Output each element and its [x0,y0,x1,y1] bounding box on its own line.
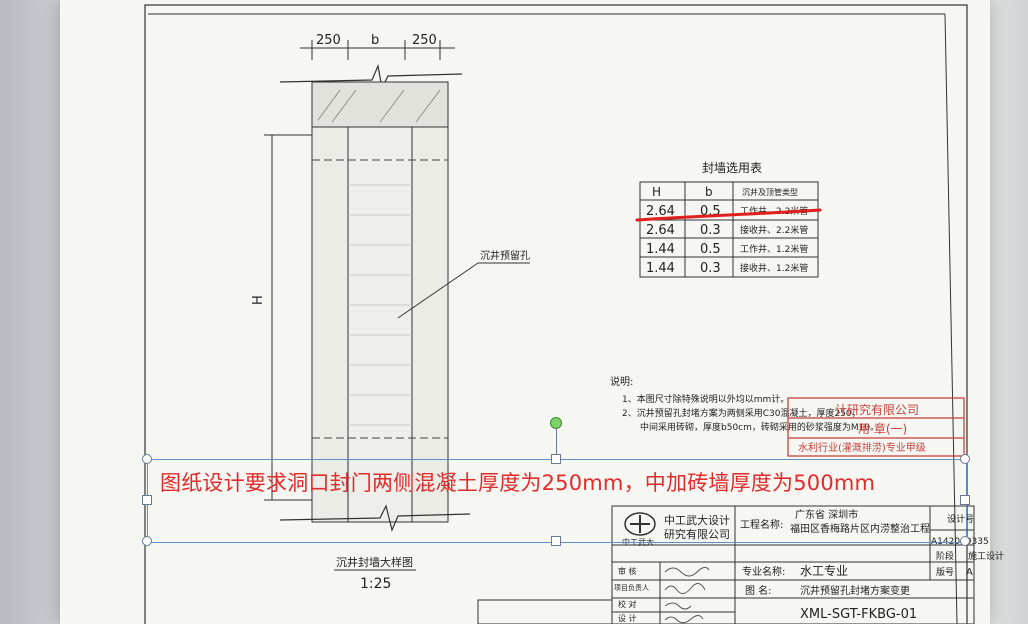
table-header-b: b [705,185,713,199]
highlight-mark [635,208,822,222]
hole-label: 沉井预留孔 [480,249,530,262]
resize-handle-top-left[interactable] [142,454,152,464]
specialty: 水工专业 [800,563,848,578]
specialty-label: 专业名称: [742,565,785,578]
elevation-scale: 1:25 [360,576,391,592]
hole-leader [397,262,479,319]
project-line2: 福田区香梅路片区内涝整治工程 [790,522,930,535]
version-label: 版号 [936,566,954,578]
version: A [966,567,973,578]
wall-section [311,81,449,523]
dim-mid-label: b [371,33,379,48]
table-cell: 2.64 [646,204,675,219]
table-cell: 接收井、2.2米管 [740,224,808,236]
dim-left-label: 250 [316,33,341,48]
resize-handle-top-right[interactable] [960,454,970,464]
elevation-title: 沉井封墙大样图 [336,555,413,569]
notes-line3: 中间采用砖砌，厚度b50cm，砖砌采用的砂浆强度为M10。 [640,421,879,433]
resize-handle-top[interactable] [551,454,561,464]
stamp-line1: 计研究有限公司 [835,402,919,417]
table-cell: 1.44 [646,261,675,276]
frame-line [944,13,958,624]
rotation-handle[interactable] [550,417,562,429]
role-design: 设 计 [618,613,637,623]
notes-heading: 说明: [610,375,633,388]
project-label: 工程名称: [740,518,783,531]
stamp-line3: 水利行业(灌溉排涝)专业甲级 [798,441,926,454]
stage: 施工设计 [968,550,1004,562]
height-dimension [264,134,312,501]
inner-frame [144,4,968,624]
rotation-stem [556,429,557,459]
table-header-h: H [652,185,661,199]
company-stamp [787,397,965,457]
table-cell: 1.44 [646,242,675,257]
project-line1: 广东省 深圳市 [795,508,858,521]
table-header-type: 沉井及顶管类型 [742,187,798,197]
bottom-break-line [279,504,471,532]
role-lead: 项目负责人 [614,583,649,592]
resize-handle-bottom[interactable] [551,536,561,546]
resize-handle-right[interactable] [960,495,970,505]
signatures [664,566,710,624]
table-cell: 2.64 [646,223,675,238]
table-title: 封墙选用表 [702,161,762,175]
table-cell: 接收井、1.2米管 [740,262,808,274]
height-label: H [251,295,266,305]
drawing-no: XML-SGT-FKBG-01 [800,607,917,622]
resize-handle-left[interactable] [142,495,152,505]
company-line1: 中工武大设计 [664,513,730,527]
annotation-text[interactable]: 图纸设计要求洞口封门两侧混凝土厚度为250mm，中加砖墙厚度为500mm [160,471,876,495]
notes-line2: 2、沉井预留孔封堵方案为两侧采用C30混凝土，厚度250， [622,407,861,419]
stamp-line2: 用 章(一) [858,421,907,436]
resize-handle-bottom-left[interactable] [142,536,152,546]
drawing-name-label: 图 名: [745,584,772,597]
design-no-label: 设计号 [947,513,974,525]
table-cell: 0.3 [700,223,721,238]
company-line2: 研究有限公司 [664,527,730,541]
table-cell: 0.3 [700,261,721,276]
selection-table [639,181,819,278]
notes-line1: 1、本图尺寸除特殊说明以外均以mm计。 [622,393,789,405]
top-break-line [279,63,463,90]
drawing-name: 沉井预留孔封堵方案变更 [800,584,910,597]
resize-handle-bottom-right[interactable] [960,536,970,546]
company-logo [624,512,656,536]
table-cell: 工作井、1.2米管 [740,243,808,255]
table-cell: 0.5 [700,242,721,257]
title-block [477,505,975,624]
dim-right-label: 250 [412,33,437,48]
role-check: 校 对 [618,599,637,609]
top-dimension [300,40,455,60]
annotation-textbox[interactable]: 图纸设计要求洞口封门两侧混凝土厚度为250mm，中加砖墙厚度为500mm [147,459,967,543]
role-review: 审 核 [618,566,637,576]
stage-label: 阶段 [936,550,954,562]
drawing-sheet [60,0,990,624]
